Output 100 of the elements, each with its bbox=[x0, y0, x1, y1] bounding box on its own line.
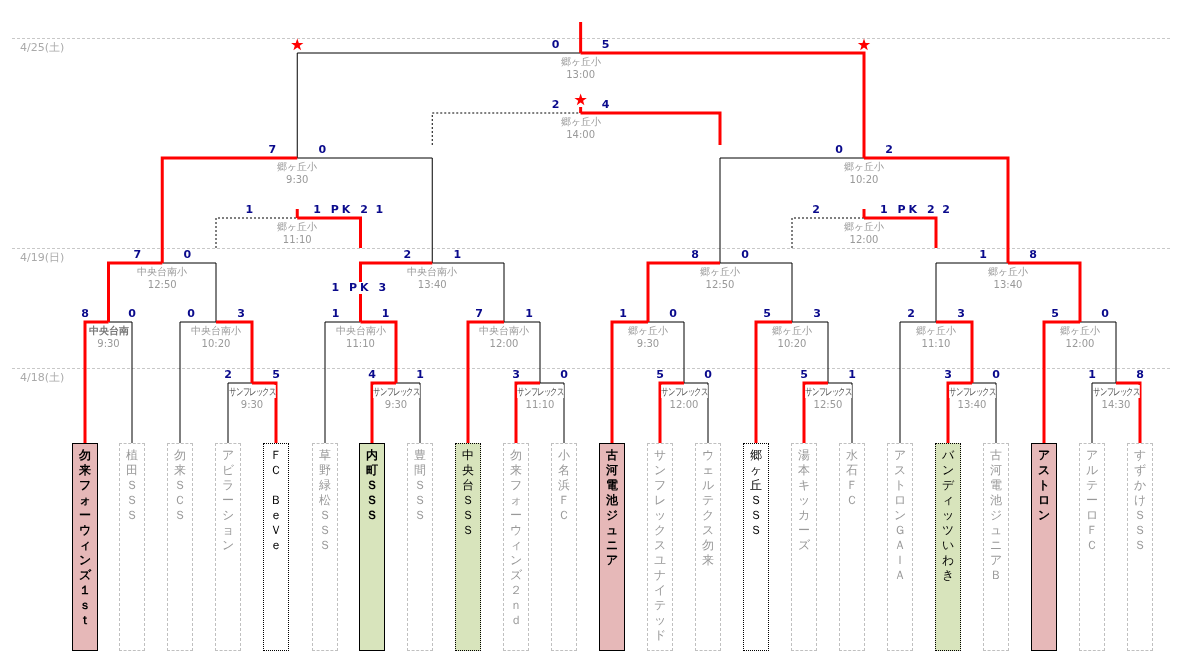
time-label: 9:30 bbox=[635, 337, 661, 350]
team-box: 古河電池ジュニアＢ bbox=[983, 443, 1009, 651]
venue-label: 中央台南小 bbox=[136, 265, 189, 278]
time-label: 12:00 bbox=[668, 398, 700, 411]
bracket-line bbox=[179, 321, 217, 444]
bracket-line bbox=[1091, 382, 1117, 444]
bracket-line bbox=[297, 216, 362, 248]
time-label: 12:50 bbox=[704, 278, 736, 291]
date-label: 4/25(土) bbox=[20, 40, 65, 55]
bracket-line bbox=[160, 156, 298, 263]
bracket-line bbox=[514, 381, 540, 443]
score-label: 5 bbox=[1050, 308, 1060, 320]
bracket-line bbox=[296, 157, 433, 264]
score-label: 5 bbox=[762, 308, 772, 320]
score-label: 2 bbox=[884, 144, 894, 156]
score-label: 0 bbox=[668, 308, 678, 320]
bracket-line bbox=[227, 382, 253, 444]
team-box: アストロン bbox=[1031, 443, 1057, 651]
score-label: 1 bbox=[330, 308, 341, 320]
bracket-line bbox=[324, 321, 361, 444]
bracket-line bbox=[503, 321, 541, 384]
bracket-line bbox=[791, 321, 829, 384]
bracket-line bbox=[864, 216, 938, 248]
team-box: 勿来フォーウィンズ２ｎｄ bbox=[503, 443, 529, 651]
venue-label: 郷ヶ丘小 bbox=[276, 220, 319, 233]
team-box: ＦＣ ＢｅＶｅ bbox=[263, 443, 289, 651]
time-label: 10:20 bbox=[848, 173, 880, 186]
bracket-line bbox=[719, 157, 865, 264]
bracket-line bbox=[83, 320, 109, 443]
bracket-line bbox=[580, 51, 866, 158]
score-label: 8 bbox=[690, 249, 700, 261]
score-label: 0 bbox=[186, 308, 196, 320]
bracket-line bbox=[359, 261, 433, 322]
time-label: 13:40 bbox=[992, 278, 1024, 291]
time-label: 11:10 bbox=[524, 398, 556, 411]
score-label: 1 bbox=[380, 308, 391, 320]
bracket-line bbox=[395, 382, 421, 444]
venue-label: 郷ヶ丘小 bbox=[843, 160, 885, 173]
time-label: 12:00 bbox=[848, 233, 880, 246]
score-label: 2 bbox=[223, 369, 233, 381]
score-label: 5 bbox=[655, 369, 665, 381]
bracket-line bbox=[216, 320, 254, 383]
venue-label: 郷ヶ丘小 bbox=[771, 324, 813, 337]
bracket-line bbox=[862, 209, 866, 218]
venue-label: 郷ヶ丘小 bbox=[843, 220, 885, 233]
bracket-line bbox=[295, 209, 299, 218]
score-label: 4 bbox=[367, 369, 377, 381]
venue-label: 中央台南小 bbox=[190, 324, 242, 337]
bracket-line bbox=[1042, 320, 1080, 443]
score-label: 0 bbox=[127, 308, 137, 320]
score-label: 1 bbox=[452, 249, 463, 261]
team-box: すずかけＳＳＳ bbox=[1127, 443, 1153, 651]
time-label: 13:40 bbox=[416, 278, 448, 291]
venue-label: 郷ヶ丘小 bbox=[987, 265, 1029, 278]
bracket-line bbox=[658, 381, 684, 443]
score-label: 1 bbox=[618, 308, 628, 320]
time-label: 9:30 bbox=[285, 173, 310, 186]
score-label: 1 bbox=[978, 249, 988, 261]
bracket-line bbox=[370, 381, 396, 443]
score-label: 0 bbox=[559, 369, 569, 381]
team-box: アビラーション bbox=[215, 443, 241, 651]
bracket-line bbox=[646, 261, 720, 322]
venue-label: 郷ヶ丘小 bbox=[559, 55, 602, 68]
score-label: 0 bbox=[991, 369, 1001, 381]
venue-label: サンフレックス bbox=[948, 385, 996, 398]
bracket-line bbox=[107, 261, 163, 322]
bracket-line bbox=[864, 156, 1010, 263]
score-label: 7 bbox=[267, 144, 278, 156]
venue-label: サンフレックス bbox=[516, 385, 564, 398]
bracket-line bbox=[946, 381, 972, 443]
score-label: 8 bbox=[1028, 249, 1038, 261]
date-label: 4/19(日) bbox=[20, 250, 65, 265]
team-box: 中央台ＳＳＳ bbox=[455, 443, 481, 651]
bracket-line bbox=[431, 112, 582, 146]
bracket-line bbox=[296, 52, 582, 159]
time-label: 9:30 bbox=[383, 398, 409, 411]
team-box: 草野緑松ＳＳＳ bbox=[312, 443, 338, 651]
time-label: 9:30 bbox=[239, 398, 265, 411]
time-label: 14:00 bbox=[565, 128, 597, 141]
bracket-line bbox=[579, 107, 583, 113]
bracket-line bbox=[1079, 321, 1117, 384]
score-label: 2 bbox=[906, 308, 916, 320]
score-label: 0 bbox=[550, 39, 561, 51]
venue-label: 郷ヶ丘小 bbox=[276, 160, 319, 173]
bracket-line bbox=[936, 320, 974, 383]
bracket-line bbox=[791, 217, 865, 249]
bracket-line bbox=[1008, 261, 1082, 322]
score-label: 0 bbox=[834, 144, 844, 156]
venue-label: 郷ヶ丘小 bbox=[627, 324, 669, 337]
score-label: 3 bbox=[511, 369, 521, 381]
bracket-line bbox=[971, 382, 997, 444]
time-label: 12:50 bbox=[146, 278, 178, 291]
venue-label: 中央台南小 bbox=[478, 324, 530, 337]
bracket-line bbox=[252, 381, 278, 443]
bracket-line bbox=[683, 382, 709, 444]
venue-label: 郷ヶ丘小 bbox=[1059, 324, 1101, 337]
team-box: サンフレックスユナイテッド bbox=[647, 443, 673, 651]
bracket-line bbox=[610, 320, 648, 443]
score-label: 1 bbox=[847, 369, 857, 381]
score-label: 8 bbox=[1135, 369, 1145, 381]
